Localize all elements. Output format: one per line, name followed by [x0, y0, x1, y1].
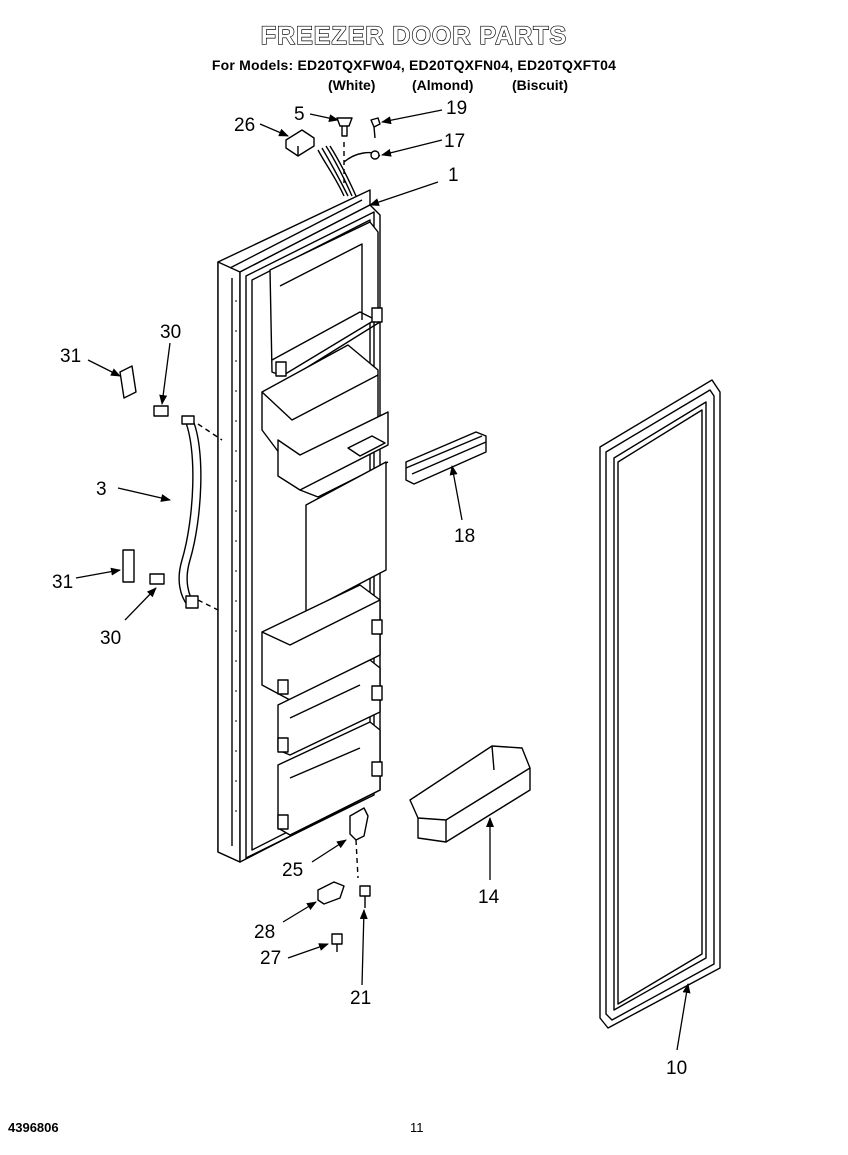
- door-gasket-part: [599, 379, 721, 1029]
- callout-21: 21: [350, 988, 371, 1009]
- callout-10: 10: [666, 1058, 687, 1079]
- callout-31-bottom: 31: [52, 572, 73, 593]
- freezer-door-part: [217, 189, 389, 863]
- callout-25: 25: [282, 860, 303, 881]
- callout-30-bottom: 30: [100, 628, 121, 649]
- wiring-harness-part: [285, 129, 381, 197]
- callout-26: 26: [234, 115, 255, 136]
- page-number: 11: [410, 1120, 424, 1135]
- callout-18: 18: [454, 526, 475, 547]
- color-white-label: (White): [328, 77, 376, 93]
- callout-3: 3: [96, 479, 107, 500]
- shelf-rail-part: [405, 431, 487, 485]
- callout-19: 19: [446, 98, 467, 119]
- color-biscuit-label: (Biscuit): [512, 77, 568, 93]
- door-bin-part: [409, 745, 531, 843]
- callout-5: 5: [294, 104, 305, 125]
- top-fasteners: [336, 117, 381, 186]
- callout-14: 14: [478, 887, 500, 908]
- callout-28: 28: [254, 922, 275, 943]
- callout-31-top: 31: [60, 346, 81, 367]
- door-handle-part: [119, 365, 223, 613]
- color-almond-label: (Almond): [412, 77, 474, 93]
- callout-17: 17: [444, 131, 465, 152]
- callout-27: 27: [260, 948, 281, 969]
- page-title: FREEZER DOOR PARTS: [260, 21, 568, 50]
- callout-leaders: [75, 109, 691, 1051]
- callout-30-top: 30: [160, 322, 181, 343]
- models-line: For Models: ED20TQXFW04, ED20TQXFN04, ED…: [211, 57, 617, 73]
- hinge-parts: [317, 807, 371, 952]
- document-number: 4396806: [8, 1120, 59, 1135]
- callout-1: 1: [448, 165, 459, 186]
